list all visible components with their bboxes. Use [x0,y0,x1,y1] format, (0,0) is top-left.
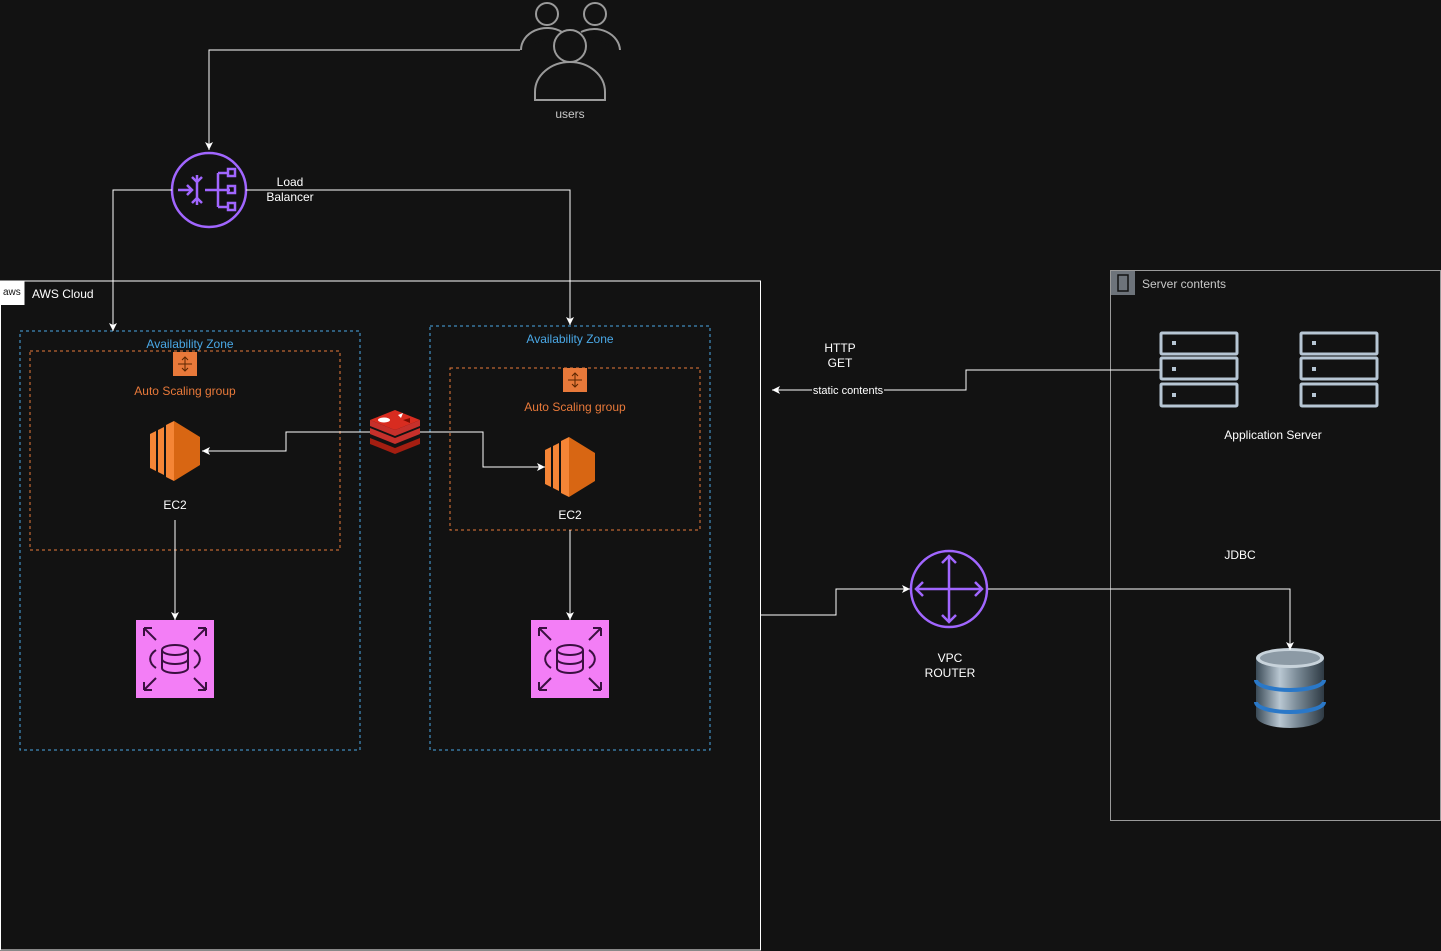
server-icon [1299,331,1379,408]
database-icon [531,620,609,698]
aws-cloud-label: AWS Cloud [32,287,94,301]
users-icon [519,2,621,101]
auto-scaling-group-1 [29,350,341,551]
cloud-to-router-edge [760,585,910,616]
vpc-router-icon [909,549,989,629]
vpc-router-label: VPC ROUTER [924,651,976,680]
redis-to-ec2-1-edge [202,431,370,455]
static-contents-label: static contents [812,385,884,397]
load-balancer-label: Load Balancer [266,175,314,204]
auto-scaling-group-2 [449,367,701,531]
server-leds [1172,341,1316,397]
http-get-label: HTTP GET [824,341,856,370]
auto-scaling-group-icon [173,352,197,376]
ec2-label: EC2 [163,498,187,512]
server-contents-label: Server contents [1142,277,1227,291]
availability-zone-label: Availability Zone [146,337,234,351]
application-server-label: Application Server [1224,428,1322,442]
database-icon [136,620,214,698]
jdbc-label: JDBC [1224,548,1256,562]
redis-icon [370,410,420,454]
edge-label-bg [812,384,884,398]
users-label: users [555,107,585,121]
db-cylinder-icon [1254,648,1326,728]
ec2-label: EC2 [558,508,582,522]
users-to-lb-edge [205,49,520,150]
ec2-icon [150,421,200,481]
ec2-icon [545,437,595,497]
availability-zone-label: Availability Zone [526,332,614,346]
auto-scaling-group-icon [563,368,587,392]
connectors [109,49,1294,650]
redis-to-ec2-2-edge [420,431,545,471]
load-balancer-icon [170,151,248,229]
aws-cloud-group [0,280,761,951]
availability-zone-2 [429,325,711,751]
lb-to-az1-edge [109,189,172,331]
aws-logo-icon [0,281,25,305]
server-icon [1159,331,1239,408]
lb-to-az2-edge [246,189,574,325]
auto-scaling-group-label: Auto Scaling group [524,400,626,414]
router-to-db-edge [988,588,1294,650]
availability-zone-1 [19,330,361,751]
auto-scaling-group-label: Auto Scaling group [134,384,236,398]
aws-badge-text: aws [3,287,21,298]
